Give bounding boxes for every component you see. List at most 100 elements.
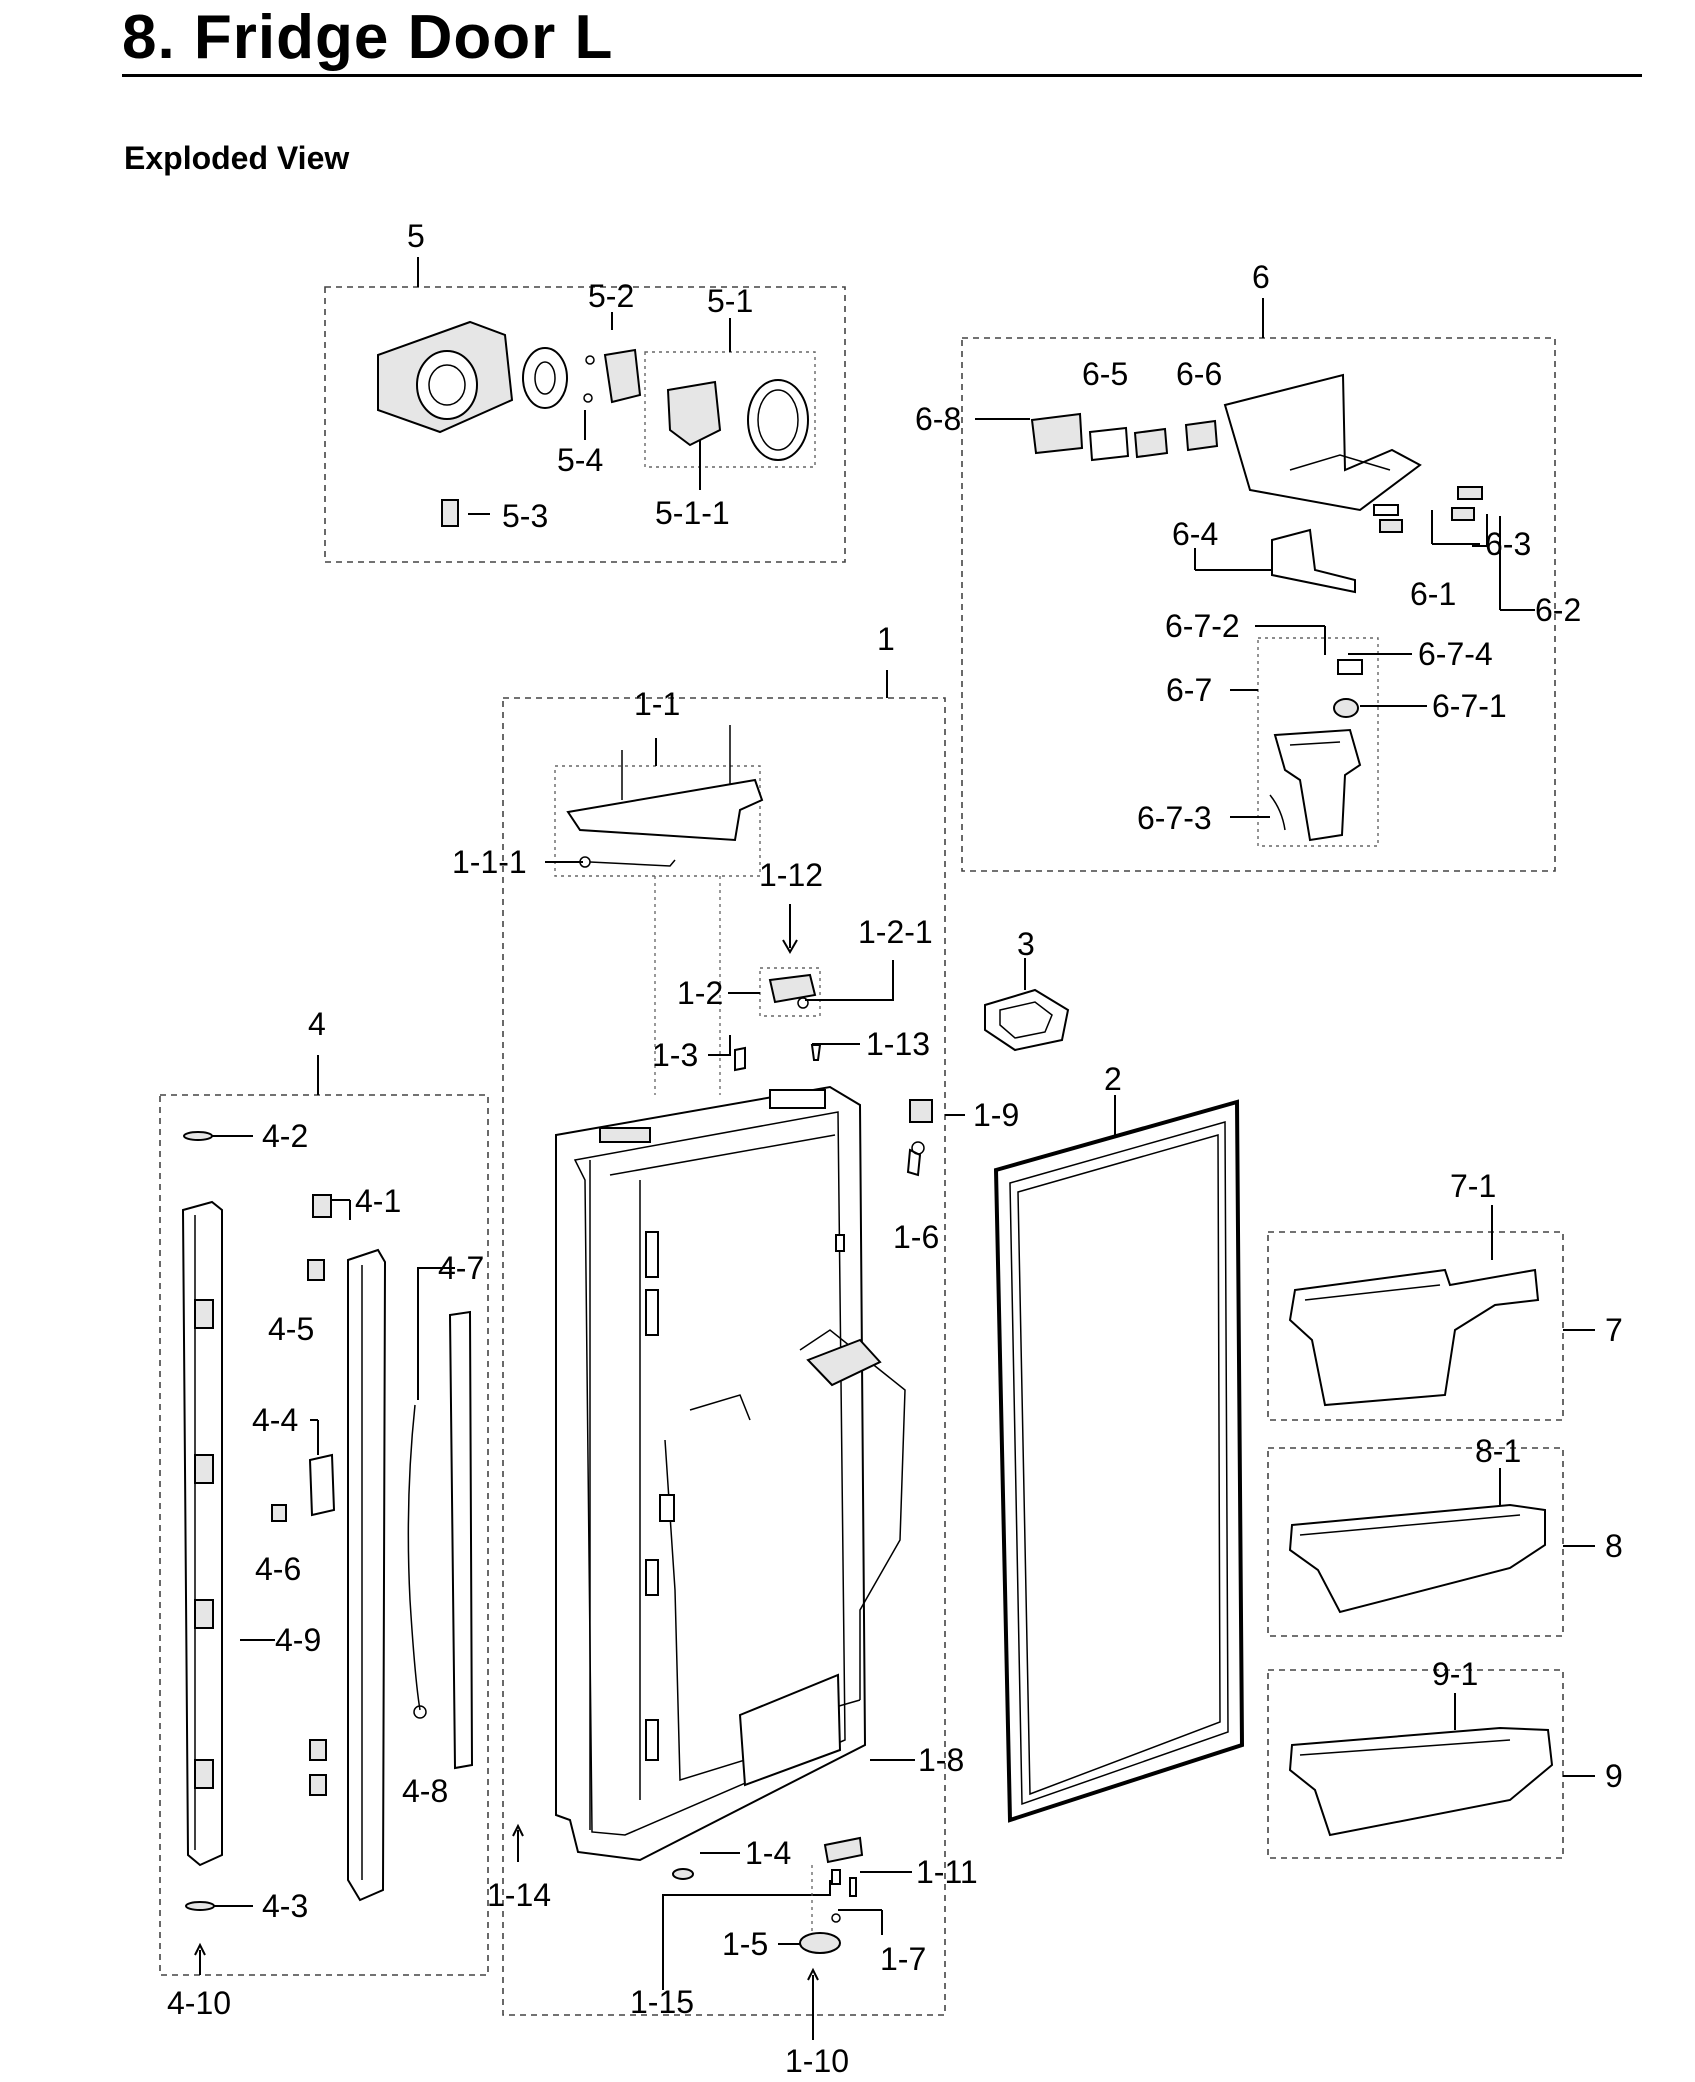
frame-hinges-part bbox=[271, 1194, 336, 1796]
label-6-8: 6-8 bbox=[915, 401, 961, 437]
group-6-7-box bbox=[1257, 637, 1379, 847]
label-1: 1 bbox=[877, 621, 895, 657]
small-parts-6 bbox=[1373, 486, 1483, 533]
title-rule bbox=[122, 74, 1642, 77]
label-1-12: 1-12 bbox=[759, 857, 823, 893]
label-4-4: 4-4 bbox=[252, 1402, 298, 1438]
label-1-1: 1-1 bbox=[634, 686, 680, 722]
label-1-3: 1-3 bbox=[652, 1037, 698, 1073]
label-2: 2 bbox=[1104, 1061, 1122, 1097]
motor-assy-part bbox=[666, 379, 809, 461]
label-6-7-4: 6-7-4 bbox=[1418, 636, 1493, 672]
label-6-6: 6-6 bbox=[1176, 356, 1222, 392]
display-window-part bbox=[1088, 426, 1130, 462]
label-6-7: 6-7 bbox=[1166, 672, 1212, 708]
label-4-2: 4-2 bbox=[262, 1118, 308, 1154]
label-8-1: 8-1 bbox=[1475, 1433, 1521, 1469]
label-4-8: 4-8 bbox=[402, 1773, 448, 1809]
assembly-4: 4 4-2 4-1 4-7 4-5 4-4 4-6 4-9 4-8 4-3 4-… bbox=[159, 1006, 489, 2021]
label-1-2-1: 1-2-1 bbox=[858, 914, 933, 950]
label-5-1-1: 5-1-1 bbox=[655, 495, 730, 531]
label-1-5: 1-5 bbox=[722, 1926, 768, 1962]
label-1-9: 1-9 bbox=[973, 1097, 1019, 1133]
button-2-part bbox=[1184, 419, 1219, 452]
label-4-1: 4-1 bbox=[355, 1183, 401, 1219]
label-1-6: 1-6 bbox=[893, 1219, 939, 1255]
label-9-1: 9-1 bbox=[1432, 1656, 1478, 1692]
dispenser-housing-part bbox=[377, 320, 514, 434]
assembly-9: 9-1 9 bbox=[1267, 1656, 1623, 1859]
label-6-4: 6-4 bbox=[1172, 516, 1218, 552]
label-1-10: 1-10 bbox=[785, 2043, 849, 2079]
assembly-7: 7-1 7 bbox=[1267, 1168, 1623, 1421]
page-title: 8. Fridge Door L bbox=[122, 3, 614, 72]
button-part bbox=[1133, 427, 1169, 459]
label-5-1: 5-1 bbox=[707, 283, 753, 319]
label-1-2: 1-2 bbox=[677, 975, 723, 1011]
assembly-5: 5 5-2 5-1 5-4 5-1-1 5-3 bbox=[324, 218, 846, 563]
hinge-cover-part bbox=[566, 725, 764, 868]
label-6-3: 6-3 bbox=[1485, 526, 1531, 562]
dispenser-panel-part bbox=[1223, 373, 1422, 512]
upper-hinge-part bbox=[768, 973, 817, 1009]
door-bin-9-part bbox=[1288, 1726, 1554, 1837]
group-6-box bbox=[961, 337, 1556, 872]
label-4: 4 bbox=[308, 1006, 326, 1042]
assembly-1: 1 1-1 1-1-1 1-12 1-2-1 1-2 1-3 1-13 1-9 … bbox=[452, 621, 1019, 2079]
label-1-7: 1-7 bbox=[880, 1941, 926, 1977]
label-6-7-3: 6-7-3 bbox=[1137, 800, 1212, 836]
label-4-6: 4-6 bbox=[255, 1551, 301, 1587]
wire-part bbox=[1269, 794, 1286, 831]
label-1-1-1: 1-1-1 bbox=[452, 844, 527, 880]
label-4-9: 4-9 bbox=[275, 1622, 321, 1658]
label-9: 9 bbox=[1605, 1758, 1623, 1794]
label-6-7-2: 6-7-2 bbox=[1165, 608, 1240, 644]
section-subtitle: Exploded View bbox=[124, 140, 350, 176]
funnel-assy-part bbox=[1273, 728, 1362, 842]
flap-part bbox=[1333, 659, 1363, 718]
label-6-7-1: 6-7-1 bbox=[1432, 688, 1507, 724]
label-6-2: 6-2 bbox=[1535, 592, 1581, 628]
door-bin-7-part bbox=[1288, 1268, 1540, 1407]
label-7: 7 bbox=[1605, 1312, 1623, 1348]
motor-cover-part bbox=[583, 348, 642, 404]
label-6: 6 bbox=[1252, 259, 1270, 295]
label-1-13: 1-13 bbox=[866, 1026, 930, 1062]
door-parts-1 bbox=[672, 1044, 933, 1954]
group-1-1-box bbox=[554, 765, 761, 877]
group-5-box bbox=[324, 286, 846, 563]
switch-part bbox=[441, 499, 459, 527]
label-1-4: 1-4 bbox=[745, 1835, 791, 1871]
assembly-6: 6 6-5 6-6 6-8 6-4 6-3 6-1 6-2 6-7-2 6-7-… bbox=[915, 259, 1581, 872]
part-2: 2 bbox=[993, 1061, 1245, 1823]
lever-part bbox=[1271, 528, 1356, 594]
label-1-14: 1-14 bbox=[487, 1877, 551, 1913]
assembly-8: 8-1 8 bbox=[1267, 1433, 1623, 1637]
label-5-4: 5-4 bbox=[557, 442, 603, 478]
label-4-10: 4-10 bbox=[167, 1985, 231, 2021]
group-1-box bbox=[502, 697, 946, 2016]
label-4-7: 4-7 bbox=[438, 1250, 484, 1286]
label-6-5: 6-5 bbox=[1082, 356, 1128, 392]
group-7-box bbox=[1267, 1231, 1564, 1421]
label-1-8: 1-8 bbox=[918, 1742, 964, 1778]
label-6-1: 6-1 bbox=[1410, 576, 1456, 612]
display-pcb-part bbox=[1030, 412, 1084, 455]
side-cover-part bbox=[347, 1248, 387, 1902]
seal-strip-part bbox=[448, 1310, 474, 1770]
label-1-11: 1-11 bbox=[916, 1854, 978, 1890]
door-gasket-part bbox=[993, 1099, 1245, 1823]
door-bin-8-part bbox=[1288, 1503, 1546, 1614]
label-5-3: 5-3 bbox=[502, 498, 548, 534]
label-8: 8 bbox=[1605, 1528, 1623, 1564]
group-8-box bbox=[1267, 1447, 1564, 1637]
ice-chute-cup-part bbox=[984, 988, 1070, 1052]
label-4-3: 4-3 bbox=[262, 1888, 308, 1924]
label-4-5: 4-5 bbox=[268, 1311, 314, 1347]
heater-wire-part bbox=[407, 1404, 427, 1719]
frame-rail-part bbox=[181, 1131, 223, 1911]
part-3: 3 bbox=[984, 926, 1070, 1052]
ring-part bbox=[522, 347, 568, 409]
label-5-2: 5-2 bbox=[588, 278, 634, 314]
